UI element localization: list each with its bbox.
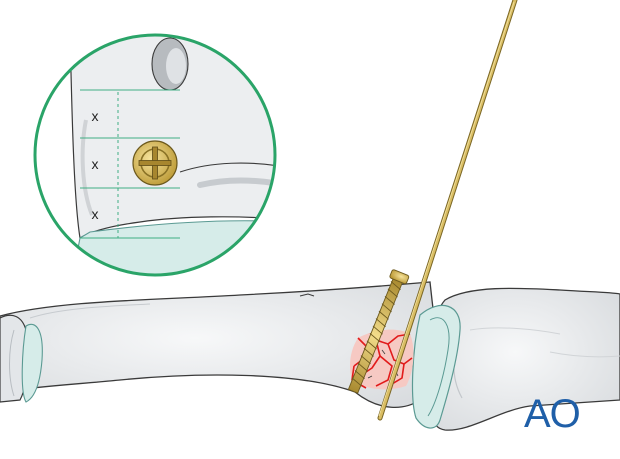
left-joint (0, 314, 43, 403)
lag-screw (347, 269, 410, 394)
spacing-mark-3: x (92, 206, 99, 222)
spacing-mark-2: x (92, 156, 99, 172)
k-wire-icon (377, 0, 518, 421)
cross-slot-screw-head-icon (132, 140, 178, 186)
middle-phalanx (428, 287, 620, 431)
spacing-mark-1: x (92, 108, 99, 124)
ao-logo: AO (524, 392, 581, 436)
magnified-inset: x x x (33, 33, 277, 277)
joint-cartilage (411, 304, 461, 429)
oval-implant-icon (151, 37, 189, 91)
